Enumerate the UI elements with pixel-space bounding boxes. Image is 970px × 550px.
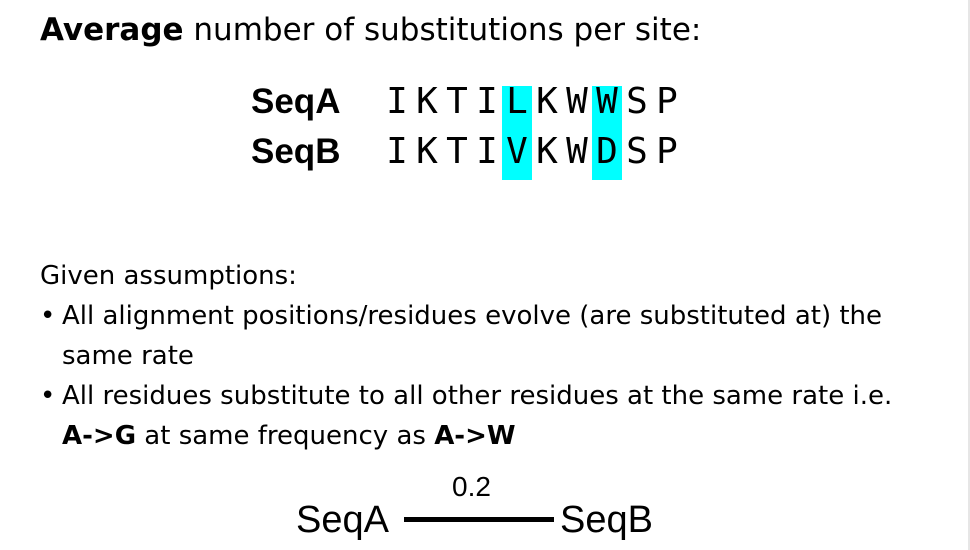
branch-length-label: 0.2 (452, 471, 491, 502)
assumptions-heading: Given assumptions: (40, 261, 297, 291)
tree-node-right: SeqB (560, 499, 653, 541)
residue: S (626, 131, 648, 172)
alignment-row-seqa: SeqA I K T I L K W W S P (0, 80, 970, 124)
tree-branch (404, 517, 554, 522)
sequence-residues: I K T I V K W D S P (382, 130, 682, 174)
residue: K (416, 131, 438, 172)
residue: W (566, 81, 588, 122)
bullet-line: same rate (62, 341, 194, 371)
bullet-line-example: A->G at same frequency as A->W (62, 416, 960, 456)
residue: T (446, 81, 468, 122)
residue: W (566, 131, 588, 172)
tree-diagram: SeqA 0.2 SeqB (0, 470, 970, 550)
substitution-example: A->G (62, 421, 137, 451)
bullet-text: at same frequency as (136, 421, 435, 451)
residue: V (506, 131, 528, 172)
residue: L (506, 81, 528, 122)
assumption-bullet: All alignment positions/residues evolve … (40, 296, 960, 376)
tree-node-left: SeqA (296, 499, 389, 541)
residue: D (596, 131, 618, 172)
residue: I (386, 81, 408, 122)
highlight-column (592, 86, 622, 180)
residue: I (476, 81, 498, 122)
residue: K (536, 131, 558, 172)
sequence-residues: I K T I L K W W S P (382, 80, 682, 124)
residue: K (536, 81, 558, 122)
residue: P (656, 131, 678, 172)
sequence-label: SeqB (251, 132, 341, 171)
heading-bold: Average (40, 12, 184, 48)
highlight-column (502, 86, 532, 180)
residue: I (386, 131, 408, 172)
bullet-line: All residues substitute to all other res… (62, 381, 893, 411)
sequence-label: SeqA (251, 82, 341, 121)
residue: S (626, 81, 648, 122)
assumptions-block: Given assumptions: All alignment positio… (40, 256, 960, 456)
residue: I (476, 131, 498, 172)
heading-rest: number of substitutions per site: (183, 12, 702, 48)
residue: W (596, 81, 618, 122)
heading: Average number of substitutions per site… (40, 10, 701, 50)
slide-right-edge (968, 0, 970, 550)
substitution-example: A->W (434, 421, 516, 451)
assumption-bullet: All residues substitute to all other res… (40, 376, 960, 456)
residue: P (656, 81, 678, 122)
bullet-line: All alignment positions/residues evolve … (62, 301, 883, 331)
alignment-row-seqb: SeqB I K T I V K W D S P (0, 130, 970, 174)
residue: K (416, 81, 438, 122)
residue: T (446, 131, 468, 172)
